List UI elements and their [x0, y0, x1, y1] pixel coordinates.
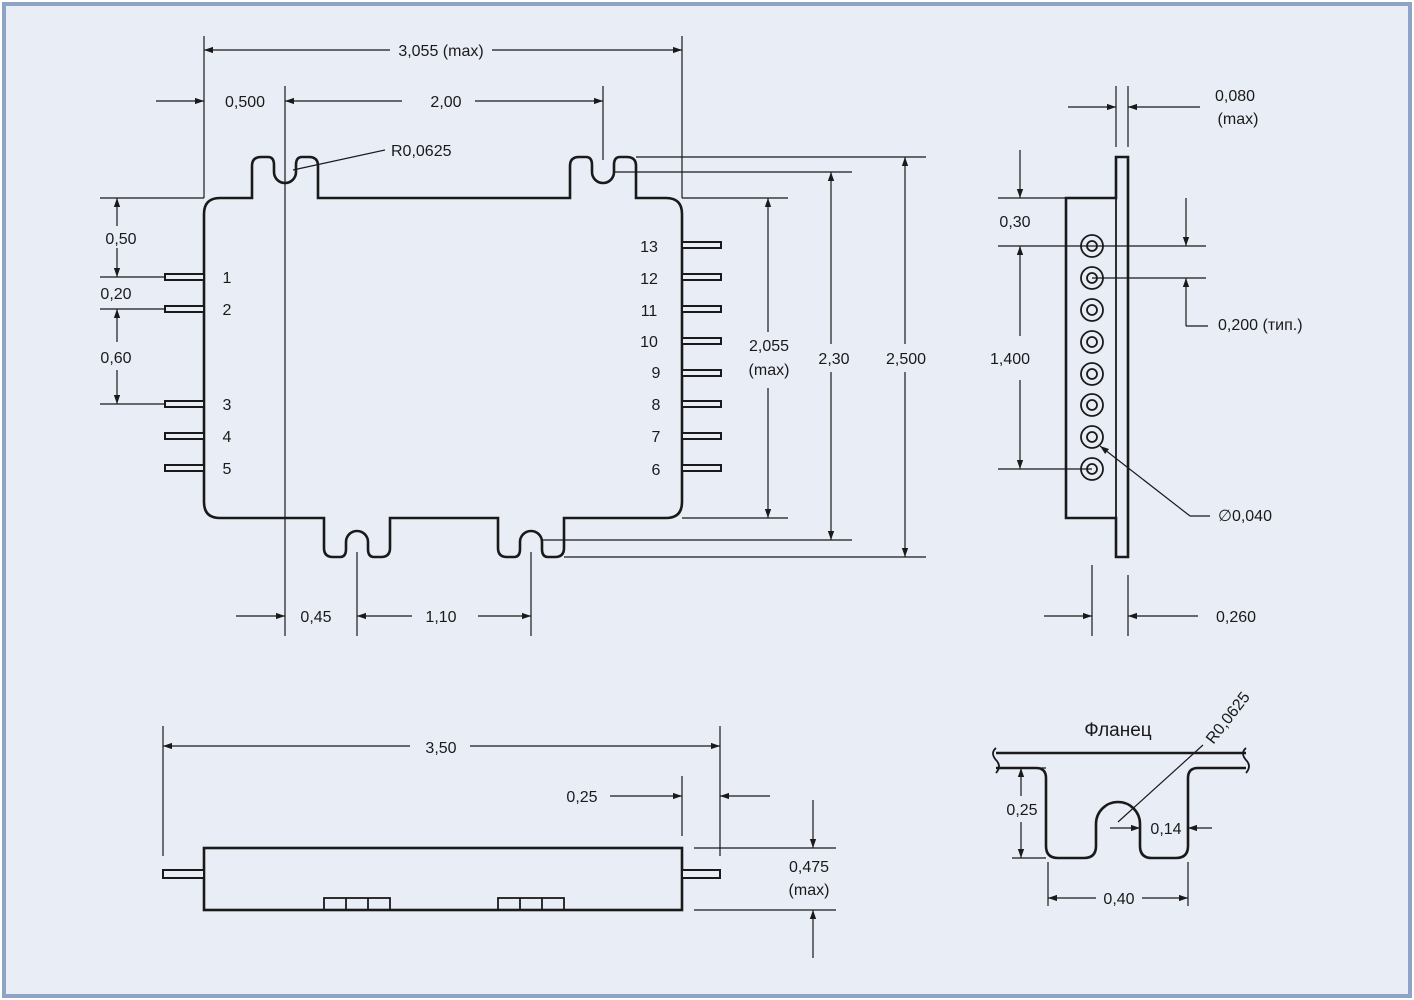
top-view: 1 2 3 4 5 13 12 11 10 9 8 7 6	[100, 36, 926, 636]
module-body-outline	[202, 155, 684, 559]
end-view-dim-lines	[998, 86, 1210, 636]
flange-dim-lines	[1012, 744, 1212, 906]
dim-ear-span: 2,30	[818, 351, 849, 368]
pin-number: 13	[640, 239, 658, 256]
dim-side-height: 0,475	[789, 859, 829, 876]
dim-bottom-ear-offset: 0,45	[300, 609, 331, 626]
pin-number: 2	[223, 302, 232, 319]
dim-ear-offset: 0,500	[225, 94, 265, 111]
dim-overall-height: 2,500	[886, 351, 926, 368]
pin-number: 10	[640, 334, 658, 351]
pin-number: 8	[652, 397, 661, 414]
dim-bottom-ear-pitch: 1,10	[425, 609, 456, 626]
flange-detail-title: Фланец	[1084, 720, 1152, 741]
dim-first-pin-offset: 0,30	[999, 214, 1030, 231]
pin-number: 3	[223, 397, 232, 414]
pin-number: 5	[223, 461, 232, 478]
dim-ear-radius: R0,0625	[391, 143, 452, 160]
pin-number: 11	[641, 303, 658, 320]
side-view: 3,50 0,25 0,475 (max)	[162, 726, 836, 958]
dim-pin1-offset: 0,50	[105, 231, 136, 248]
pin-number: 1	[223, 270, 232, 287]
dim-end-width: 0,260	[1216, 609, 1256, 626]
dim-flange-width: 0,40	[1103, 891, 1134, 908]
dim-flange-thickness-max: (max)	[1218, 111, 1259, 128]
dim-end-pin-pitch: 0,200 (тип.)	[1218, 317, 1303, 334]
dim-flange-thickness: 0,080	[1215, 88, 1255, 105]
pin-number: 9	[652, 365, 661, 382]
pin-number: 12	[640, 271, 658, 288]
end-view-outline	[1064, 155, 1130, 559]
dim-body-height: 2,055	[749, 338, 789, 355]
side-lead-left	[162, 869, 205, 879]
dim-pin-gap: 0,60	[100, 350, 131, 367]
end-view: 0,080 (max) 0,30 0,200 (тип.) 1,400 ∅0,0…	[990, 86, 1303, 636]
dim-body-height-max: (max)	[749, 362, 790, 379]
pin-number: 7	[652, 429, 661, 446]
dim-overall-length: 3,50	[425, 740, 456, 757]
dim-side-height-max: (max)	[789, 882, 830, 899]
dim-flange-slot-width: 0,14	[1150, 821, 1181, 838]
dim-pin-pitch: 0,20	[100, 286, 131, 303]
pin-number: 4	[223, 429, 232, 446]
dim-ear-pitch: 2,00	[430, 94, 461, 111]
side-lead-right	[681, 869, 721, 879]
right-pins	[681, 241, 722, 472]
dim-overall-width: 3,055 (max)	[398, 43, 483, 60]
side-view-ears	[323, 897, 565, 911]
dim-flange-depth: 0,25	[1006, 802, 1037, 819]
dim-pin-diameter: ∅0,040	[1218, 508, 1272, 525]
dim-pin-span: 1,400	[990, 351, 1030, 368]
side-view-dim-lines	[162, 726, 836, 958]
flange-slot-outline	[996, 766, 1246, 860]
dim-lead-length: 0,25	[566, 789, 597, 806]
dimension-lines	[113, 46, 909, 620]
pin-number: 6	[652, 462, 661, 479]
left-pins	[164, 273, 205, 472]
